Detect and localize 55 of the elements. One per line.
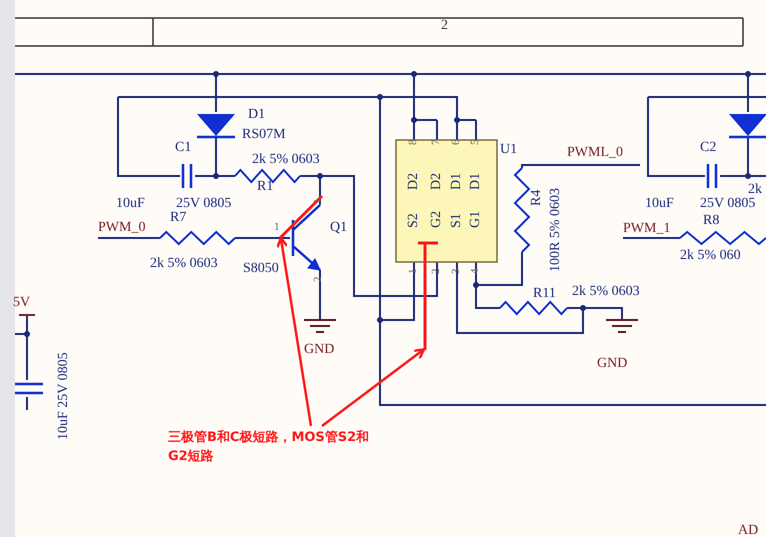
component-label: 2k 5% 060 [680, 249, 741, 263]
net-label: PWM_1 [623, 222, 670, 236]
net-label: GND [597, 357, 628, 371]
pin-number: 6 [451, 140, 462, 145]
component-label: D1 [469, 172, 483, 190]
component-label: 2k 5% 0603 [252, 153, 320, 167]
pin-number: 5 [470, 140, 481, 145]
component-label: S8050 [243, 262, 279, 276]
net-label: 5V [13, 296, 30, 310]
short-circuit-mark [416, 242, 440, 352]
pin-number: 2 [431, 268, 442, 274]
component-label: G1 [469, 210, 483, 228]
component-label: 25V 0805 [700, 197, 756, 211]
annotation-note: 三极管B和C极短路，MOS管S2和G2短路 [168, 428, 380, 466]
component-label: D1 [450, 172, 464, 190]
pin-number: 1 [408, 268, 419, 274]
net-label: PWM_0 [98, 221, 146, 235]
pin-number: 8 [408, 140, 419, 145]
component-label: 2k 5% 0603 [150, 257, 218, 271]
component-label: D2 [430, 172, 444, 190]
component-label: R7 [170, 211, 186, 225]
component-label: 2k 5% 0603 [572, 285, 640, 299]
pin-number: 1 [274, 222, 280, 233]
pin-number: 7 [431, 140, 442, 145]
component-label: C1 [175, 141, 192, 155]
component-label: 2k [748, 183, 762, 197]
component-label: 25V 0805 [176, 197, 232, 211]
component-label: Q1 [330, 221, 348, 235]
component-label: R11 [533, 287, 556, 301]
component-label: D2 [407, 172, 421, 190]
pin-number: 2 [313, 276, 324, 282]
component-label: S2 [407, 213, 421, 228]
component-label: C2 [700, 141, 716, 155]
component-label: R8 [703, 214, 720, 228]
component-label: 10uF [116, 197, 145, 211]
component-label: 10uF [645, 197, 674, 211]
component-label: G2 [430, 210, 444, 228]
component-label: 100R 5% 0603 [549, 188, 563, 272]
pin-number: 4 [470, 268, 481, 274]
pin-number: 3 [451, 268, 462, 274]
net-label: PWML_0 [567, 146, 623, 160]
component-label: U1 [500, 143, 518, 157]
component-label: D1 [248, 108, 266, 122]
leader-line [276, 236, 312, 426]
component-label: 10uF 25V 0805 [57, 352, 71, 440]
sheet-number: 2 [441, 19, 448, 33]
component-label: S1 [450, 213, 464, 228]
pin-number: 3 [313, 200, 324, 205]
net-label: AD [738, 524, 758, 537]
short-circuit-mark [278, 194, 324, 240]
component-label: RS07M [242, 128, 286, 142]
component-label: R1 [257, 180, 274, 194]
component-label: R4 [530, 190, 544, 206]
leader-line [321, 348, 426, 427]
net-label: GND [304, 343, 334, 357]
